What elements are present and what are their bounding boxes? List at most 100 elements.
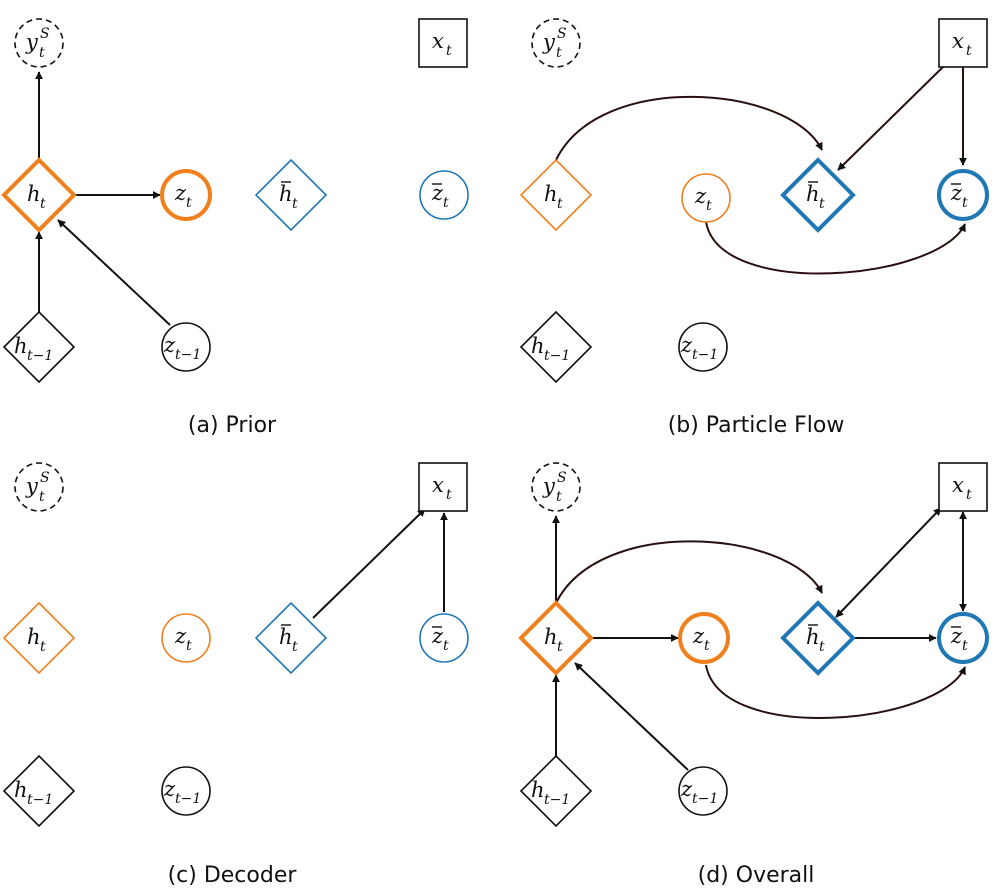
node-hbar-sub: t [819,639,825,655]
node-zbar-sub: t [443,638,449,654]
edge-h-to-hbar [555,95,823,161]
node-hbar-diamond [780,600,856,676]
node-zprev-sub: t−1 [692,791,718,807]
node-h-diamond [519,158,593,232]
panel-particle-flow: y t S x t h t z t h t z t h t−1 z t−1 (b… [519,18,989,438]
node-h-sub: t [40,639,46,655]
node-y-sub: t [39,489,45,505]
node-hprev-label: h [531,778,545,802]
edge-h-to-hbar [555,540,823,604]
node-x-sub: t [446,487,452,503]
node-zprev-circle [678,766,728,816]
node-z-circle [161,613,211,663]
node-zprev-sub: t−1 [175,791,201,807]
node-h-label: h [27,625,41,649]
node-y-circle [14,18,64,68]
node-zbar-label: z [950,181,963,205]
node-zbar-sub: t [962,195,968,211]
panel-overall: y t S x t h t z t h t z t h t−1 z t−1 (d… [518,462,989,888]
node-y-circle [531,18,581,68]
node-y-sub: t [556,489,562,505]
node-y-sup: S [557,26,567,42]
node-z-label: z [174,624,187,648]
node-zprev-label: z [680,333,693,357]
node-zbar-sub: t [443,195,449,211]
node-x-label: x [952,29,964,53]
node-hprev-sub: t−1 [27,348,53,364]
node-hbar-diamond [254,601,328,675]
node-hprev-sub: t−1 [27,792,53,808]
node-z-sub: t [706,198,712,214]
node-hbar-sub: t [292,196,298,212]
node-h-label: h [27,182,41,206]
node-z-circle [678,612,730,664]
node-zprev-circle [161,766,211,816]
node-hprev-diamond [2,310,76,384]
node-zbar-label: z [950,624,963,648]
node-zbar-sub: t [962,638,968,654]
edge-z-to-zbar [705,664,966,719]
node-hprev-sub: t−1 [544,348,570,364]
edge-z-to-zbar [705,221,966,275]
node-x-sub: t [966,487,972,503]
node-zprev-circle [161,322,211,372]
node-y-label: y [542,474,556,498]
node-y-circle [531,462,581,512]
node-x-sub: t [966,43,972,59]
node-zbar-circle [419,613,469,663]
node-h-sub: t [40,196,46,212]
node-zbar-label: z [431,624,444,648]
node-hprev-label: h [531,334,545,358]
node-hbar-diamond [780,157,856,233]
node-zbar-circle [419,170,469,220]
node-hbar-sub: t [819,196,825,212]
node-zprev-label: z [163,333,176,357]
node-zprev-sub: t−1 [175,347,201,363]
node-zprev-label: z [163,777,176,801]
node-x-label: x [432,473,444,497]
node-hbar-label: h [279,182,293,206]
caption-decoder: (c) Decoder [168,863,298,888]
node-y-label: y [542,30,556,54]
edge-x-to-hbar [837,65,945,171]
node-zbar-circle [937,612,989,664]
edge-zprev-to-h [57,219,171,326]
node-hprev-diamond [2,754,76,828]
node-y-sub: t [39,45,45,61]
node-z-sub: t [186,195,192,211]
node-z-label: z [692,624,705,648]
node-hprev-label: h [14,778,28,802]
node-x-box [418,18,468,68]
caption-prior: (a) Prior [188,413,277,438]
caption-overall: (d) Overall [698,863,815,888]
node-zbar-circle [937,169,989,221]
node-h-label: h [544,182,558,206]
node-hprev-sub: t−1 [544,792,570,808]
edge-zprev-to-h [574,662,689,771]
node-hbar-sub: t [292,639,298,655]
node-z-label: z [694,184,707,208]
node-hbar-label: h [806,182,820,206]
node-z-circle [681,173,731,223]
node-x-box [938,18,988,68]
node-h-diamond [518,600,594,676]
node-z-label: z [174,181,187,205]
node-hbar-label: h [279,625,293,649]
node-y-label: y [25,30,39,54]
node-z-circle [160,169,212,221]
node-h-label: h [544,625,558,649]
node-y-sup: S [557,470,567,486]
node-h-diamond [1,157,77,233]
node-x-sub: t [446,43,452,59]
caption-particle-flow: (b) Particle Flow [668,413,845,438]
edge-hbar-to-x [312,508,426,619]
node-zprev-sub: t−1 [692,347,718,363]
node-zbar-label: z [431,181,444,205]
node-y-circle [14,462,64,512]
node-y-sup: S [40,26,50,42]
panel-decoder: y t S x t h t z t h t z t h t−1 z t−1 (c… [2,462,469,888]
edge-hbar-x-bidirectional [835,507,942,618]
node-z-sub: t [186,638,192,654]
node-x-label: x [952,473,964,497]
